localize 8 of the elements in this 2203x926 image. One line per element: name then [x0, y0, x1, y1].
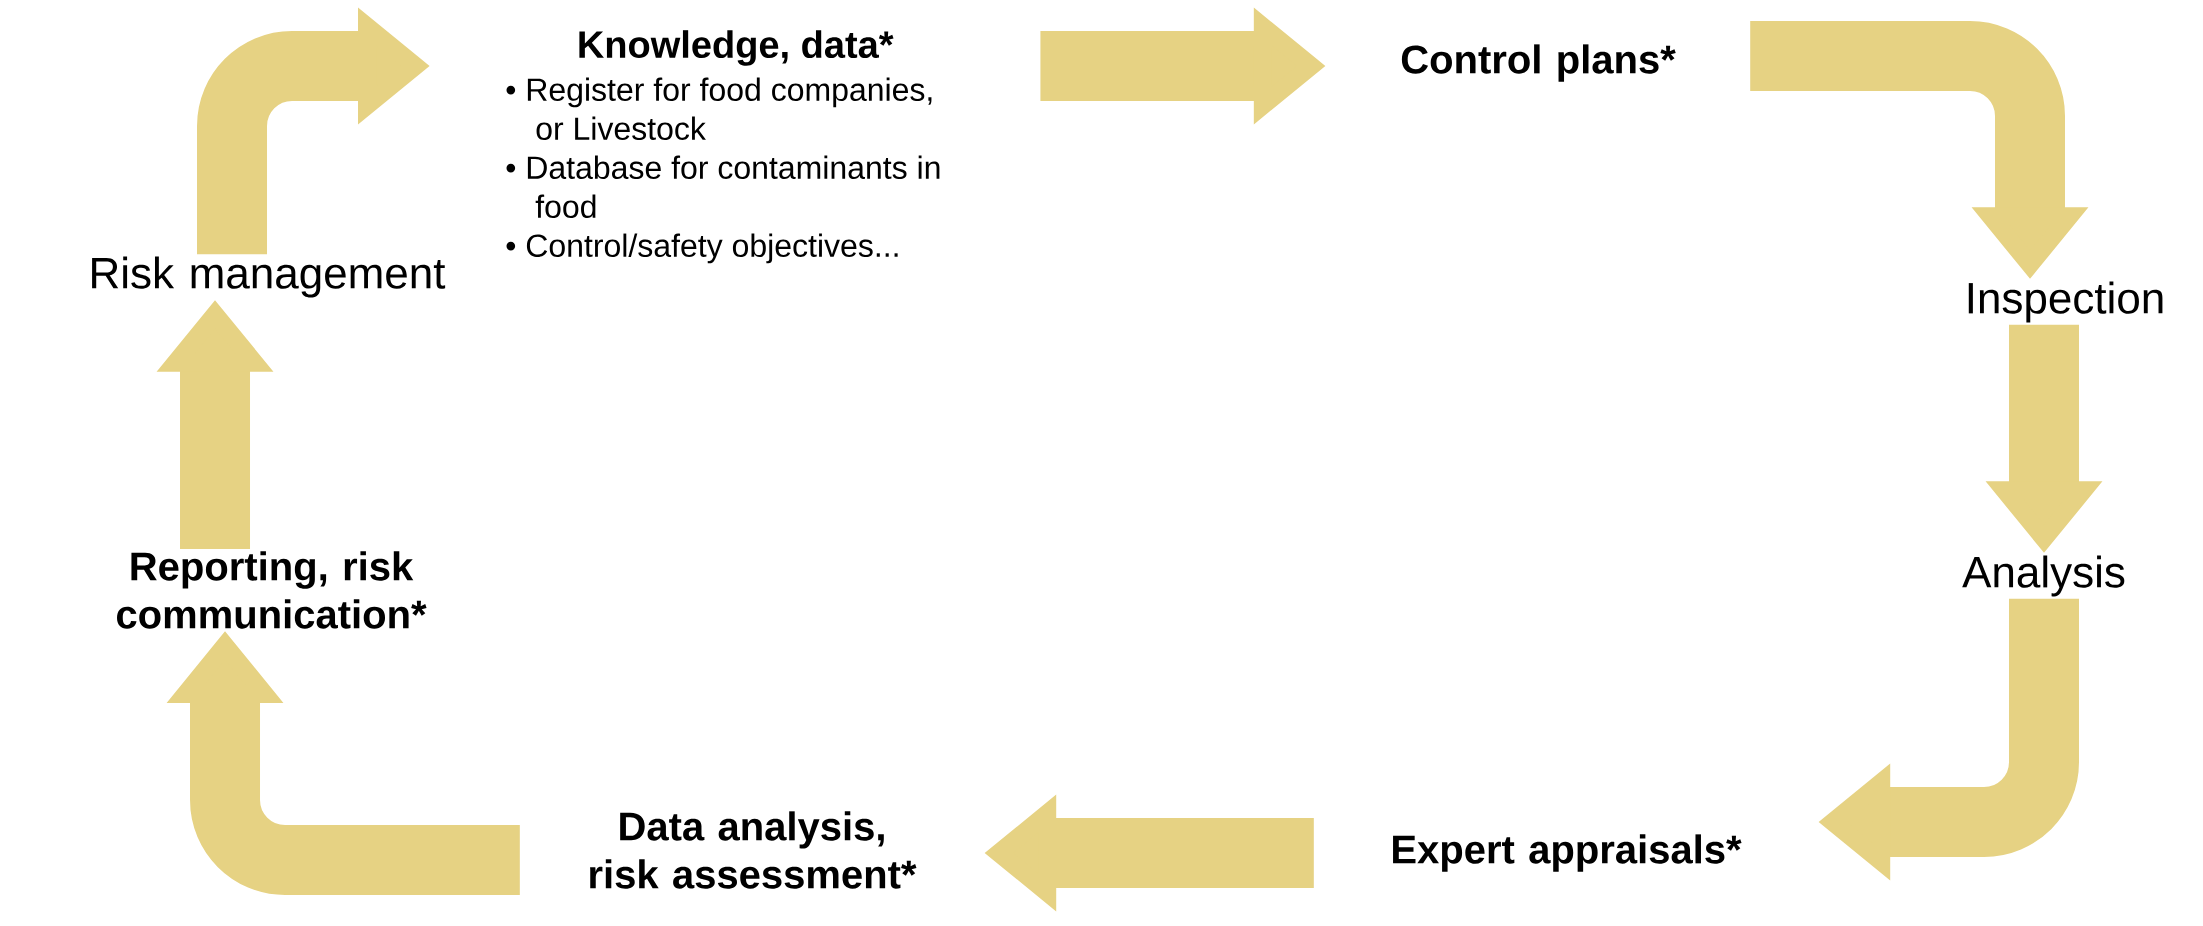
step-label: Analysis	[1962, 555, 2125, 597]
knowledge-text: Knowledge, data* • Register for food companies, or Livestock • Database for contaminants in food • Control/safety objectives...	[506, 30, 940, 264]
step-label: Control plans*	[1401, 44, 1676, 82]
step-label: Risk management	[92, 256, 446, 298]
step-label: Expert appraisals*	[1393, 834, 1742, 872]
step-label: Inspection	[1968, 281, 2163, 323]
step-label: Reporting, risk communication*	[117, 551, 427, 629]
step-label: Data analysis, risk assessment*	[590, 811, 917, 889]
